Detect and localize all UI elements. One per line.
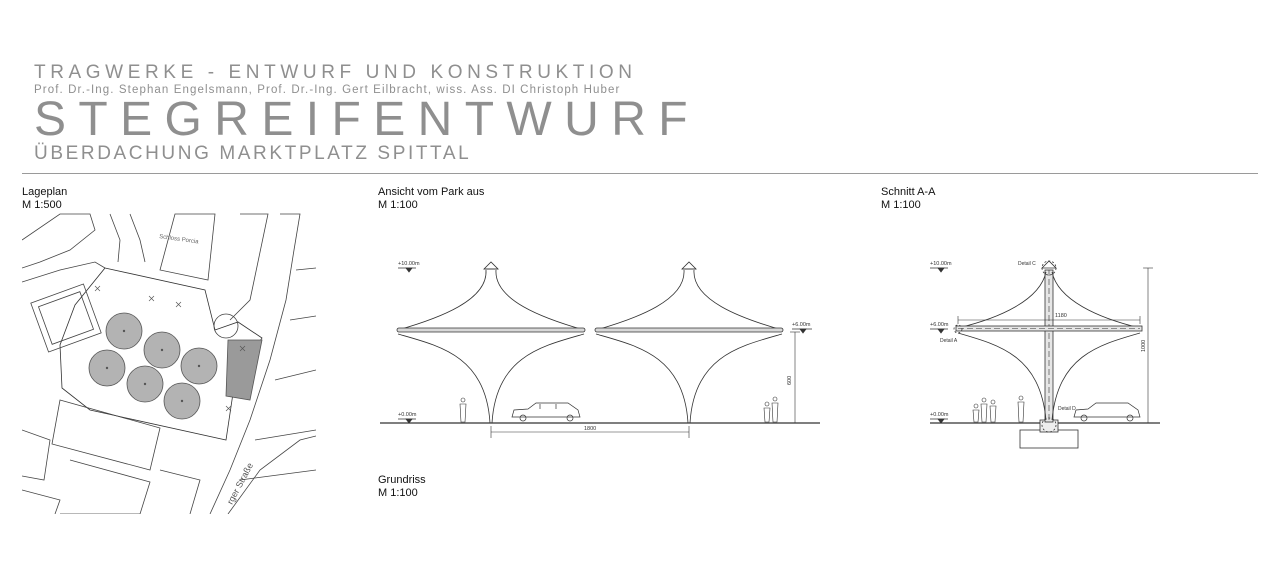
elevation-label: Ansicht vom Park aus M 1:100 [378, 186, 484, 212]
detail-c-label: Detail C [1018, 261, 1036, 267]
elevation-canopy-left [396, 261, 586, 424]
elevation-drawing [380, 261, 820, 438]
sec-level-0-text: +0.00m [930, 412, 949, 418]
detail-c-circle [1041, 260, 1057, 276]
site-plan-title: Lageplan [22, 186, 68, 198]
elev-level-0-text: +0.00m [398, 412, 417, 418]
elev-dim-height-text: 600 [787, 376, 793, 385]
section-car [1073, 402, 1141, 422]
level-marker-6 [792, 328, 812, 334]
elevation-car [511, 402, 581, 422]
section-title: Schnitt A-A [881, 186, 936, 198]
professors-line: Prof. Dr.-Ing. Stephan Engelsmann, Prof.… [34, 84, 621, 96]
elev-dim-span-text: 1800 [584, 426, 596, 432]
detail-a-circle [953, 324, 963, 334]
detail-d-label: Detail D [1058, 406, 1076, 412]
sec-level-6-text: +6.00m [930, 322, 949, 328]
foundation [1019, 429, 1079, 449]
site-plan-label: Lageplan M 1:500 [22, 186, 67, 212]
site-plan-scale: M 1:500 [22, 199, 62, 211]
section-people [972, 395, 1025, 423]
elev-level-6-text: +6.00m [792, 322, 811, 328]
elevation-scale: M 1:100 [378, 199, 418, 211]
elevation-canopy-right [594, 261, 784, 424]
elevation-people-right [763, 396, 779, 423]
level-marker-10 [398, 267, 416, 273]
floor-plan-scale: M 1:100 [378, 487, 418, 499]
floor-plan-title: Grundriss [378, 474, 426, 486]
elevation-person-left [459, 397, 467, 423]
section-annotations: +10.00m +6.00m +0.00m Detail C Detail A … [930, 261, 1147, 418]
elev-level-10-text: +10.00m [398, 261, 420, 267]
course-title: TRAGWERKE - ENTWURF UND KONSTRUKTION [34, 62, 637, 83]
sec-dim-width-text: 1180 [1055, 313, 1067, 319]
section-label: Schnitt A-A M 1:100 [881, 186, 935, 212]
elevation-annotations: +10.00m +6.00m +0.00m 600 1800 [398, 261, 811, 432]
sec-dim-height-text: 1000 [1141, 340, 1147, 352]
sec-level-10-text: +10.00m [930, 261, 952, 267]
section-drawing [930, 260, 1160, 449]
detail-d-circle [1041, 417, 1057, 433]
site-plan-drawing [22, 213, 316, 514]
floor-plan-label: Grundriss M 1:100 [378, 474, 426, 500]
sheet-subtitle: ÜBERDACHUNG MARKTPLATZ SPITTAL [34, 143, 472, 164]
dim-span [490, 426, 690, 438]
section-dim-width [957, 316, 1141, 324]
sheet-header: TRAGWERKE - ENTWURF UND KONSTRUKTION Pro… [34, 62, 700, 165]
section-dim-height [1143, 267, 1153, 424]
canopy-centers [105, 329, 201, 403]
elevation-title: Ansicht vom Park aus [378, 186, 485, 198]
level-marker-0 [398, 418, 416, 424]
map-label-schloss: Schloss Porcia [159, 234, 200, 246]
detail-a-label: Detail A [940, 338, 958, 344]
sheet-title: STEGREIFENTWURF [34, 93, 700, 146]
dim-height [790, 331, 800, 424]
section-scale: M 1:100 [881, 199, 921, 211]
header-divider [22, 173, 1258, 174]
